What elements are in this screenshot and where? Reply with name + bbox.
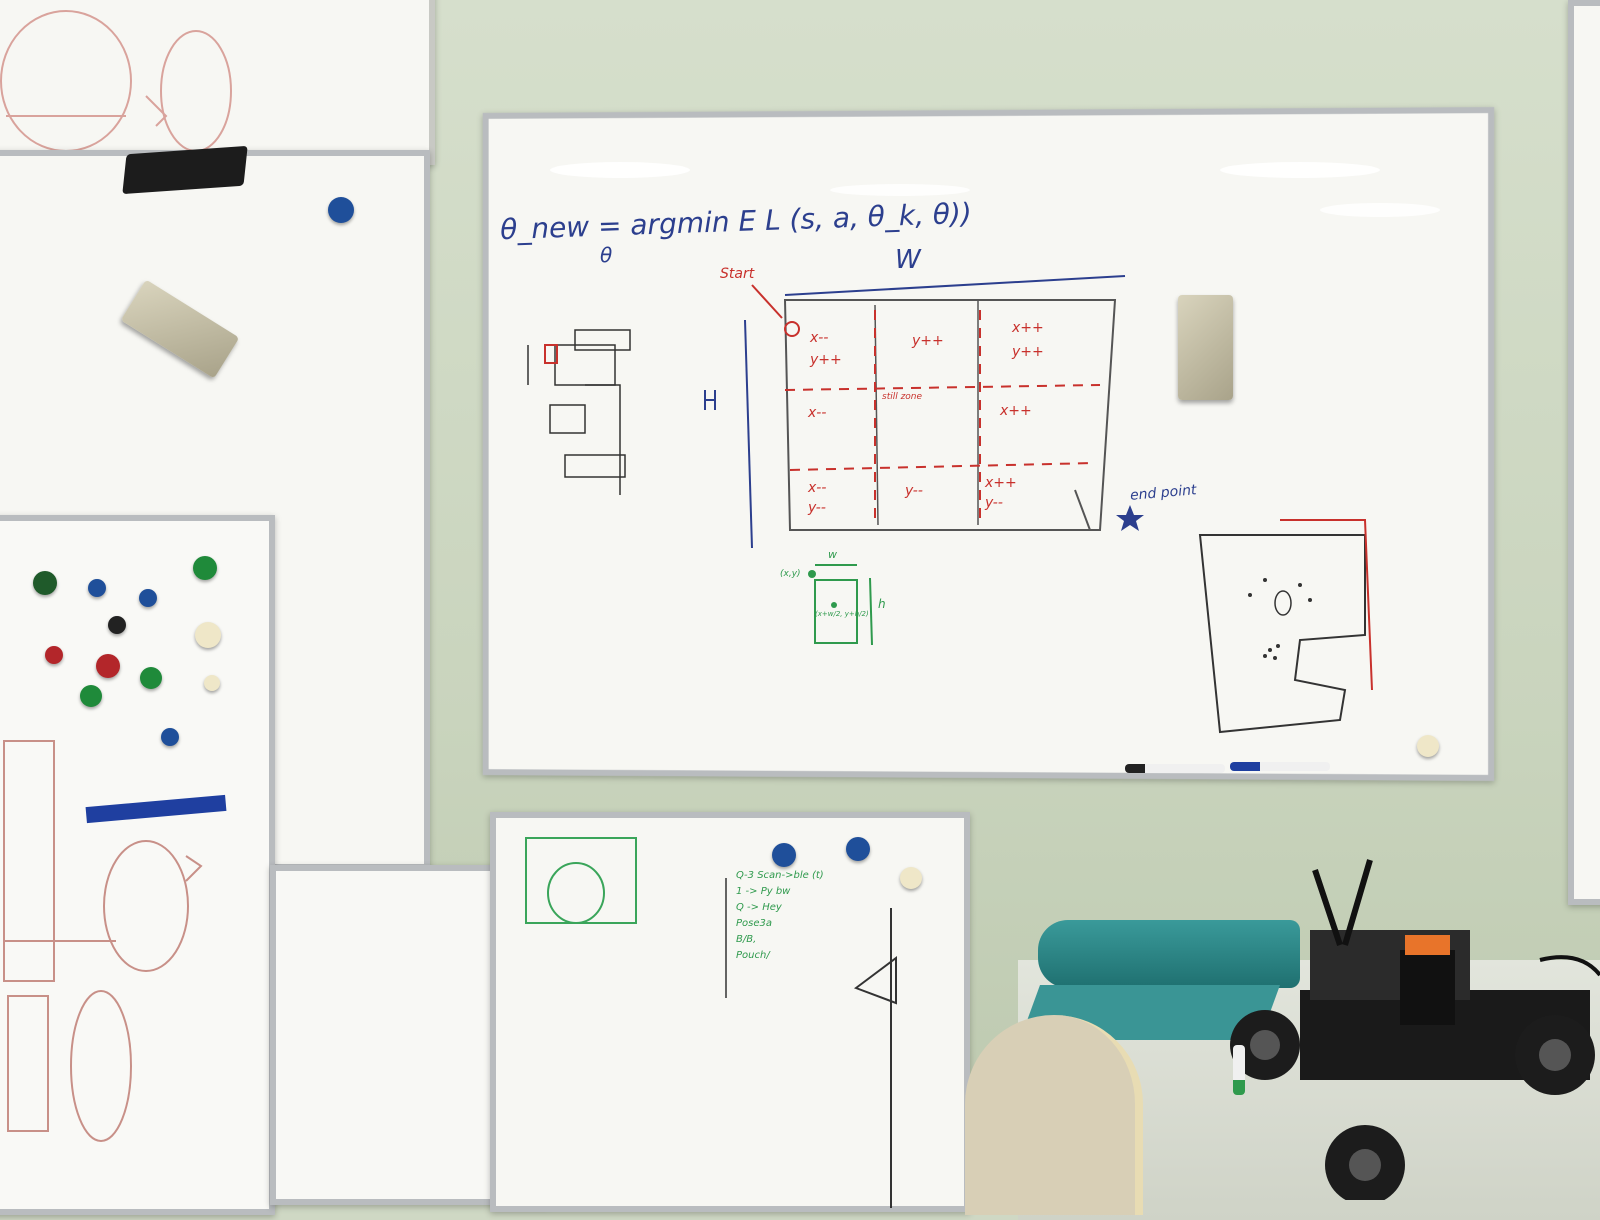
grid-cell-line: x-- — [810, 330, 829, 346]
magnet-green[interactable] — [33, 571, 57, 595]
grid-cell: x++ y++ — [1012, 316, 1044, 364]
grid-cell: x-- — [808, 405, 826, 421]
box-corner-label: (x,y) — [780, 569, 801, 579]
grid-cell: x++ — [1000, 403, 1032, 419]
magnet-black[interactable] — [108, 616, 126, 634]
grid-cell-line: y-- — [905, 483, 923, 499]
far-left-magnet-board — [0, 515, 275, 1215]
magnet-blue[interactable] — [88, 579, 106, 597]
teal-roll — [1038, 920, 1300, 988]
note-line: B/B, — [736, 934, 757, 945]
label-w: W — [895, 245, 921, 275]
grid-cell: y-- — [905, 483, 923, 499]
grid-cell: x++ y-- — [985, 473, 1017, 513]
label-start: Start — [720, 266, 755, 282]
top-left-board — [0, 0, 435, 165]
magnet-cream[interactable] — [900, 867, 922, 889]
note-line: 1 -> Py bw — [736, 886, 791, 897]
magnet-green[interactable] — [140, 667, 162, 689]
label-still-zone: still zone — [882, 392, 923, 402]
magnet-blue[interactable] — [772, 843, 796, 867]
box-width-label: w — [828, 548, 837, 561]
note-line: Pouch/ — [736, 950, 770, 961]
magnet-red[interactable] — [96, 654, 120, 678]
grid-cell-line: y-- — [985, 495, 1003, 511]
grid-cell-line: y-- — [808, 500, 826, 516]
grid-cell-line: x++ — [1012, 320, 1044, 336]
equation-subscript: θ — [600, 243, 613, 267]
magnet-cream[interactable] — [1417, 735, 1439, 757]
grid-cell-line: x-- — [808, 480, 827, 496]
far-left-board-sketch — [3, 740, 227, 1142]
box-height-label: h — [878, 597, 886, 611]
magnet-cream[interactable] — [204, 675, 220, 691]
eraser[interactable] — [1178, 295, 1233, 400]
grid-cell-line: x++ — [1000, 403, 1032, 419]
grid-cell-line: y++ — [912, 333, 944, 349]
grid-cell-line: x-- — [808, 405, 827, 421]
grid-cell-line: x++ — [985, 475, 1017, 491]
note-line: Pose3a — [736, 918, 773, 929]
magnet-red[interactable] — [45, 646, 63, 664]
magnet-blue[interactable] — [139, 589, 157, 607]
chair-back — [965, 1015, 1143, 1215]
lower-notes-list: Q-3 Scan->ble (t) 1 -> Py bw Q -> Hey Po… — [736, 868, 824, 964]
magnet-blue[interactable] — [328, 197, 354, 223]
note-line: Q-3 Scan->ble (t) — [736, 870, 824, 881]
note-line: Q -> Hey — [736, 902, 782, 913]
magnet-green[interactable] — [80, 685, 102, 707]
marker-black[interactable] — [1125, 764, 1225, 773]
green-marker[interactable] — [1233, 1045, 1245, 1095]
magnet-green[interactable] — [193, 556, 217, 580]
lower-board-sketch — [525, 837, 897, 1208]
grid-cell: x-- y-- — [808, 478, 826, 518]
marker-blue[interactable] — [1230, 762, 1330, 771]
magnet-cream[interactable] — [195, 622, 221, 648]
magnet-blue[interactable] — [846, 837, 870, 861]
magnet-blue[interactable] — [161, 728, 179, 746]
grid-cell: x-- y++ — [810, 327, 842, 371]
grid-cell: y++ — [912, 333, 944, 349]
box-center-label: (x+w/2, y+h/2) — [815, 610, 869, 618]
grid-cell-line: y++ — [810, 352, 842, 368]
grid-cell-line: y++ — [1012, 344, 1044, 360]
right-edge-board — [1568, 0, 1600, 905]
